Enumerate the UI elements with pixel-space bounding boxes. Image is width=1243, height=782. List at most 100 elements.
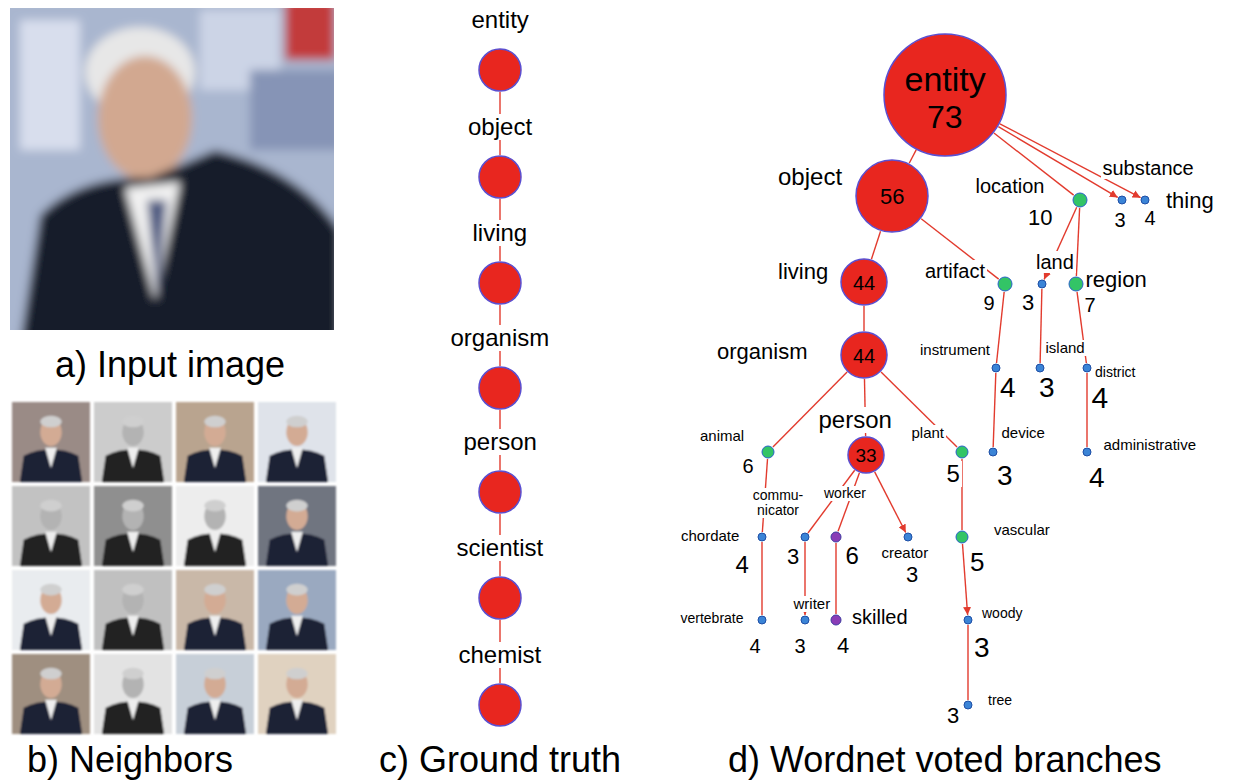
vote-circle: entity73 xyxy=(883,33,1007,157)
truth-circle: object xyxy=(478,155,522,199)
circle-shape xyxy=(757,615,767,625)
tree-branch xyxy=(997,292,1005,363)
node-label: creator xyxy=(880,545,931,562)
circle-shape xyxy=(903,532,913,542)
tree-branch xyxy=(1040,289,1042,363)
vote-count: 3 xyxy=(945,704,961,728)
tree-branch xyxy=(761,542,762,615)
input-photo xyxy=(10,8,334,330)
circle-shape xyxy=(1037,279,1047,289)
circle-shape xyxy=(478,261,522,305)
node-label: instrument xyxy=(918,342,992,359)
tree-branch xyxy=(909,150,916,163)
node-label: region xyxy=(1084,268,1149,292)
node-label: district xyxy=(1093,365,1137,380)
vote-dot: region7 xyxy=(1068,276,1084,292)
node-label: organism xyxy=(449,325,552,351)
node-label: chordate xyxy=(679,528,741,545)
tree-branch xyxy=(1076,208,1079,276)
vote-dot: skilled4 xyxy=(830,614,842,626)
panel-caption: d) Wordnet voted branches xyxy=(728,742,1162,778)
circle-shape xyxy=(955,445,969,459)
node-label: artifact xyxy=(923,260,987,282)
vote-count: 56 xyxy=(880,185,904,209)
vote-count: 6 xyxy=(844,543,861,569)
tree-branch xyxy=(838,473,859,532)
vote-count: 5 xyxy=(945,461,962,487)
circle-shape xyxy=(830,614,842,626)
circle-shape xyxy=(1068,276,1084,292)
circle-shape xyxy=(988,447,998,457)
circle-shape xyxy=(997,276,1013,292)
node-label: commu- nicator xyxy=(745,488,811,519)
node-label: substance xyxy=(1101,157,1196,179)
vote-dot: artifact9 xyxy=(997,276,1013,292)
vote-count: 3 xyxy=(972,633,992,664)
circle-shape xyxy=(478,155,522,199)
vote-count: 33 xyxy=(856,446,877,467)
vote-dot: animal6 xyxy=(761,445,775,459)
node-label: island xyxy=(1044,340,1087,357)
vote-dot: woody3 xyxy=(963,615,973,625)
vote-count: 4 xyxy=(748,635,763,657)
vote-count: 3 xyxy=(1037,373,1057,404)
tree-branch xyxy=(871,231,880,259)
vote-count: 3 xyxy=(1020,291,1036,315)
vote-count: 3 xyxy=(1113,209,1128,231)
vote-dot: tree3 xyxy=(963,700,973,710)
node-label: chemist xyxy=(457,642,544,668)
circle-shape xyxy=(1082,363,1092,373)
tree-branch xyxy=(808,470,855,533)
vote-circle: organism44 xyxy=(840,331,888,379)
vote-count: 73 xyxy=(927,100,963,135)
vote-count: 4 xyxy=(835,634,851,658)
vote-count: 7 xyxy=(1083,294,1098,316)
truth-circle: scientist xyxy=(478,576,522,620)
vote-dot: vertebrate4 xyxy=(757,615,767,625)
node-label: object xyxy=(466,114,534,140)
vote-circle: living44 xyxy=(840,258,888,306)
vote-count: 5 xyxy=(968,548,986,577)
circle-shape xyxy=(1072,192,1088,208)
node-label: entity xyxy=(470,7,531,33)
panel-caption: c) Ground truth xyxy=(379,742,621,778)
vote-dot: administrative4 xyxy=(1082,447,1092,457)
truth-circle: chemist xyxy=(478,683,522,727)
vote-count: 3 xyxy=(785,545,801,569)
vote-count: 4 xyxy=(1087,463,1107,494)
vote-count: 44 xyxy=(853,272,875,294)
node-label: scientist xyxy=(455,535,546,561)
vote-dot: chordate4 xyxy=(757,532,767,542)
node-label: worker xyxy=(822,486,868,501)
vote-dot: island3 xyxy=(1035,363,1045,373)
node-label: writer xyxy=(792,596,833,613)
node-label: tree xyxy=(986,693,1014,708)
node-label: vertebrate xyxy=(679,611,746,626)
vote-count: 4 xyxy=(998,373,1018,404)
truth-circle: organism xyxy=(478,366,522,410)
node-label: vascular xyxy=(992,522,1052,539)
panel-caption: a) Input image xyxy=(55,347,285,383)
circle-shape xyxy=(1035,363,1045,373)
circle-shape xyxy=(1140,195,1150,205)
vote-dot: instrument4 xyxy=(991,363,1001,373)
panel-caption: b) Neighbors xyxy=(27,742,233,778)
circle-shape xyxy=(955,530,969,544)
vote-count: 44 xyxy=(853,345,875,367)
vote-circle: object56 xyxy=(855,159,929,233)
vote-dot: creator3 xyxy=(903,532,913,542)
circle-shape xyxy=(963,615,973,625)
node-label: plant xyxy=(910,425,947,442)
vote-dot: plant5 xyxy=(955,445,969,459)
node-label: person xyxy=(462,429,539,455)
circle-shape xyxy=(991,363,1001,373)
vote-dot: device3 xyxy=(988,447,998,457)
vote-dot: substance3 xyxy=(1117,195,1127,205)
circle-shape xyxy=(1082,447,1092,457)
node-label: organism xyxy=(715,340,809,364)
vote-count: 6 xyxy=(741,455,756,477)
circle-shape xyxy=(757,532,767,542)
vote-dot: location10 xyxy=(1072,192,1088,208)
node-label: living xyxy=(776,260,830,284)
vote-dot: worker6 xyxy=(830,531,842,543)
